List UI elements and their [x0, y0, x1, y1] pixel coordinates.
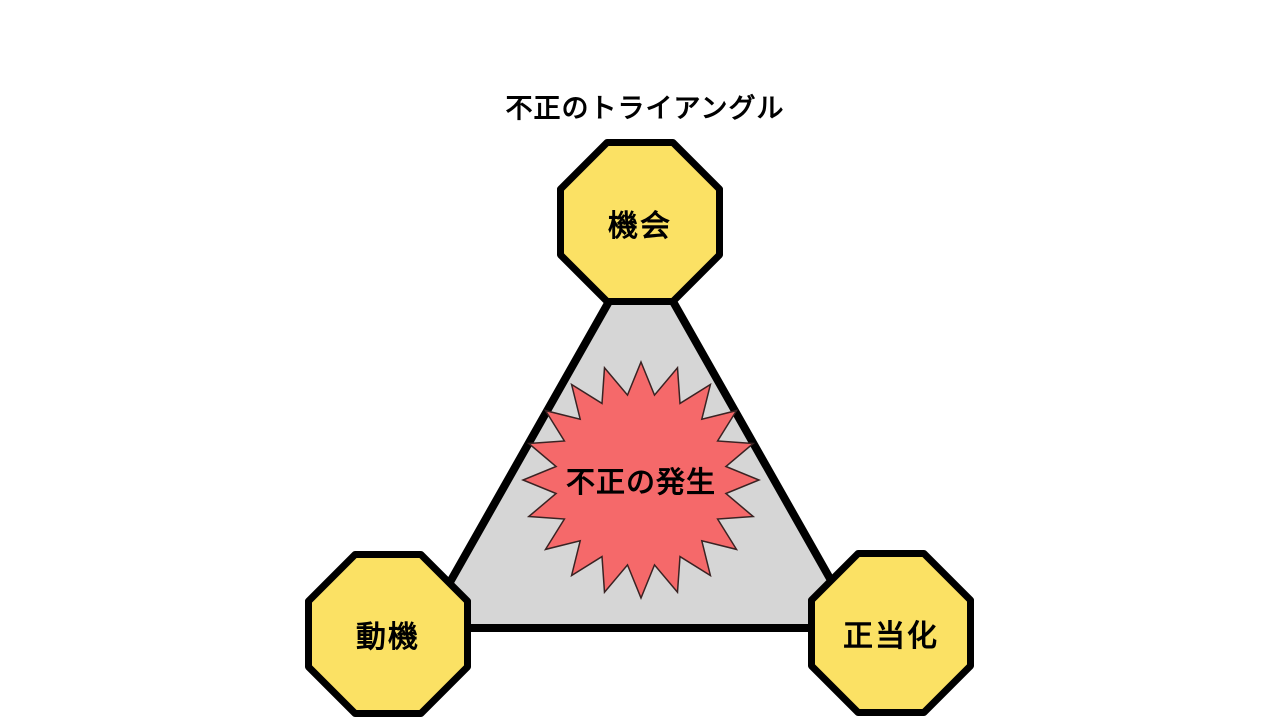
octagon-node-motive: [305, 551, 471, 717]
octagon-node-rationalization: [808, 550, 974, 716]
burst-label: 不正の発生: [565, 467, 717, 499]
node-label-motive: 動機: [356, 621, 420, 654]
starburst-icon: [521, 360, 761, 600]
diagram-title: 不正のトライアングル: [505, 93, 785, 124]
octagon-node-opportunity: [557, 139, 723, 305]
node-label-opportunity: 機会: [608, 210, 672, 243]
node-label-rationalization: 正当化: [843, 620, 939, 653]
